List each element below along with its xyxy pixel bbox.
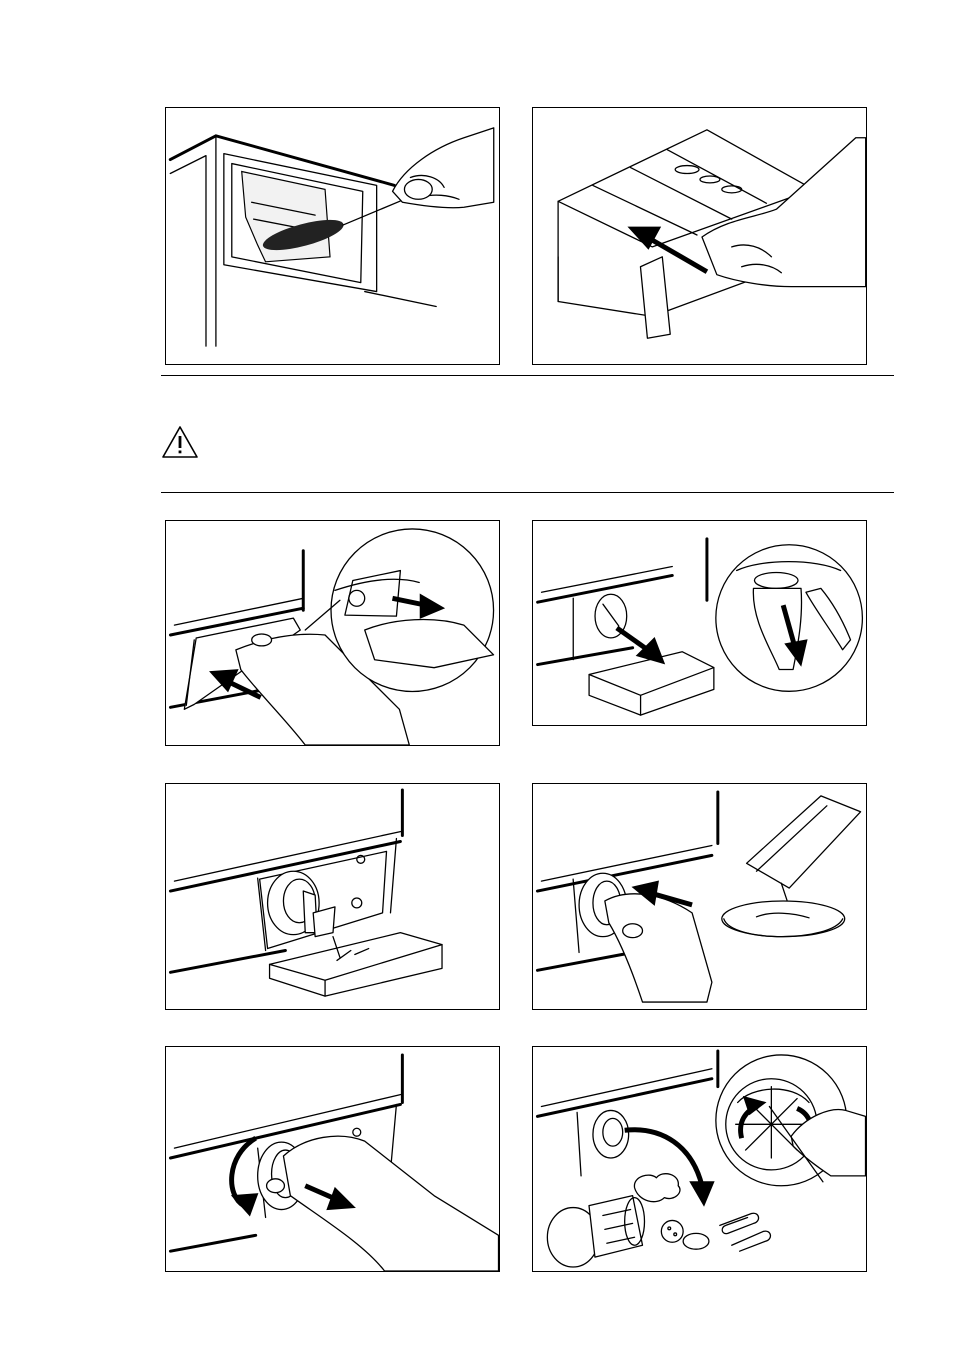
figure-turn-filter-remove bbox=[165, 1046, 500, 1272]
figure-unscrew-pump-filter bbox=[165, 783, 500, 1010]
illustration-brush-recess bbox=[166, 108, 499, 364]
figure-refit-filter-pour-water bbox=[532, 783, 867, 1010]
illustration-clean-impeller bbox=[533, 1047, 866, 1271]
section-divider-bottom bbox=[161, 492, 894, 493]
figure-clean-pump-impeller bbox=[532, 1046, 867, 1272]
figure-insert-dispenser-drawer bbox=[532, 107, 867, 365]
illustration-unscrew-filter bbox=[166, 784, 499, 1009]
illustration-turn-filter bbox=[166, 1047, 499, 1271]
figure-clean-dispenser-recess bbox=[165, 107, 500, 365]
illustration-drain-hose bbox=[533, 521, 866, 725]
figure-drain-emergency-hose bbox=[532, 520, 867, 726]
section-divider-top bbox=[161, 375, 894, 376]
illustration-open-flap bbox=[166, 521, 499, 745]
illustration-drawer-insert bbox=[533, 108, 866, 364]
warning-triangle-icon bbox=[160, 424, 200, 460]
figure-open-filter-flap bbox=[165, 520, 500, 746]
illustration-refit-filter bbox=[533, 784, 866, 1009]
